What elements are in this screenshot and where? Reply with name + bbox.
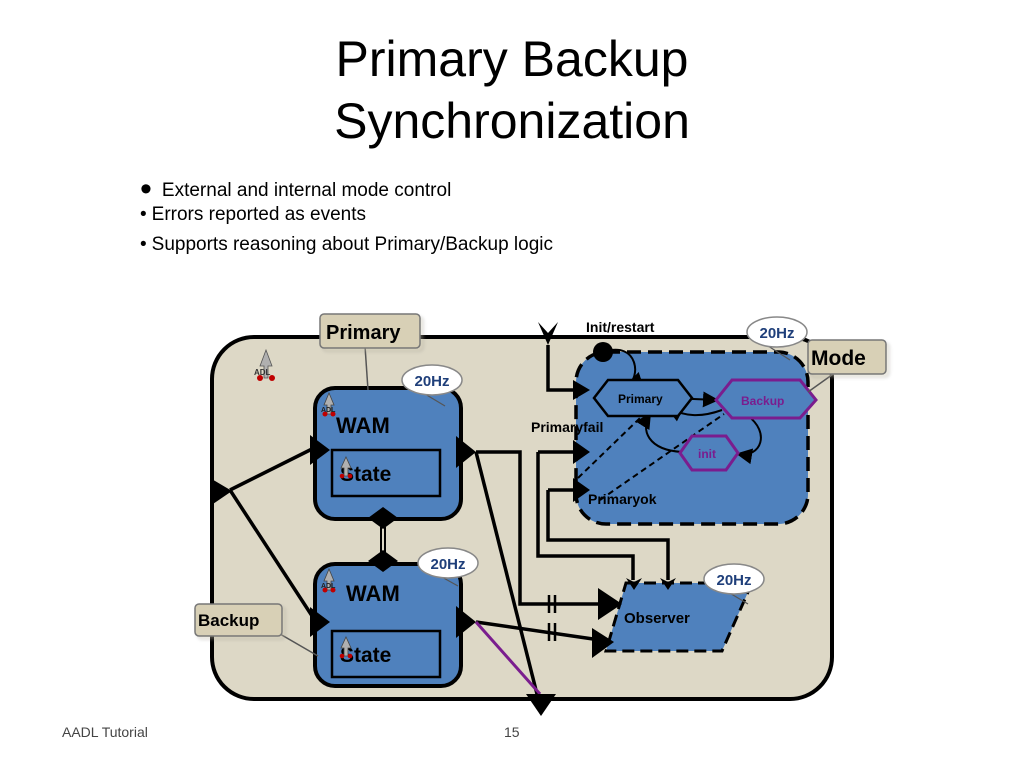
mode-primary bbox=[592, 378, 694, 418]
ports bbox=[210, 322, 676, 716]
initial-state-icon bbox=[593, 342, 613, 362]
primaryfail-label: Primaryfail bbox=[531, 419, 603, 435]
callout-primary: Primary bbox=[319, 313, 421, 391]
svg-text:20Hz: 20Hz bbox=[716, 572, 751, 589]
purple-connection bbox=[474, 621, 542, 695]
svg-text:Backup: Backup bbox=[198, 611, 259, 630]
aadl-logo-icon: ADL bbox=[254, 348, 275, 381]
state-top-label: State bbox=[340, 463, 391, 486]
mode-init-label: init bbox=[698, 447, 716, 461]
observer-label: Observer bbox=[624, 610, 690, 627]
svg-text:20Hz: 20Hz bbox=[759, 325, 794, 342]
init-restart-label: Init/restart bbox=[586, 319, 655, 335]
svg-text:20Hz: 20Hz bbox=[414, 373, 449, 390]
callout-backup: Backup bbox=[194, 603, 319, 657]
svg-text:ADL: ADL bbox=[254, 368, 271, 377]
bullet-dot-icon: • bbox=[140, 170, 152, 208]
bullet-text: External and internal mode control bbox=[161, 180, 452, 201]
svg-text:ADL: ADL bbox=[321, 407, 336, 414]
title-line-1: Primary Backup bbox=[335, 31, 689, 87]
aadl-logo-icon bbox=[339, 636, 353, 659]
bullet-dot-icon: • bbox=[140, 234, 147, 255]
wam-top-label: WAM bbox=[336, 413, 390, 438]
bullet-text: Errors reported as events bbox=[151, 204, 367, 225]
bullet-text: Supports reasoning about Primary/Backup … bbox=[151, 234, 553, 255]
state-bottom-label: State bbox=[340, 644, 391, 667]
mode-backup-label: Backup bbox=[741, 394, 784, 408]
mode-backup bbox=[714, 378, 818, 420]
page-number: 15 bbox=[504, 724, 520, 740]
wam-bottom-label: WAM bbox=[346, 581, 400, 606]
callout-mode: Mode bbox=[807, 339, 887, 393]
data-access-diamond bbox=[368, 550, 398, 572]
mode-init bbox=[678, 434, 740, 472]
rate-badge: 20Hz bbox=[746, 316, 808, 361]
data-access-diamond bbox=[368, 507, 398, 529]
svg-text:20Hz: 20Hz bbox=[430, 556, 465, 573]
rate-badge: 20Hz bbox=[417, 547, 479, 587]
aadl-logo-icon bbox=[339, 456, 353, 479]
connections bbox=[228, 345, 670, 707]
rate-badge: 20Hz bbox=[401, 364, 463, 407]
aadl-logo-icon: ADL bbox=[321, 391, 336, 417]
svg-text:ADL: ADL bbox=[321, 583, 336, 590]
bullet-list: • External and internal mode control • E… bbox=[140, 168, 553, 264]
bullet-dot-icon: • bbox=[140, 204, 147, 225]
bullet-item: • External and internal mode control bbox=[140, 168, 553, 208]
svg-text:Mode: Mode bbox=[811, 347, 866, 370]
bullet-item: • Supports reasoning about Primary/Backu… bbox=[140, 234, 553, 264]
mode-primary-label: Primary bbox=[618, 392, 663, 406]
primaryok-label: Primaryok bbox=[588, 491, 657, 507]
slide-title: Primary Backup Synchronization bbox=[0, 28, 1024, 152]
bullet-item: • Errors reported as events bbox=[140, 204, 553, 234]
footer-label: AADL Tutorial bbox=[62, 724, 148, 740]
svg-text:Primary: Primary bbox=[326, 322, 401, 344]
aadl-logo-icon: ADL bbox=[321, 567, 336, 593]
title-line-2: Synchronization bbox=[334, 93, 690, 149]
rate-badge: 20Hz bbox=[703, 563, 765, 605]
state-box-top bbox=[330, 448, 442, 498]
